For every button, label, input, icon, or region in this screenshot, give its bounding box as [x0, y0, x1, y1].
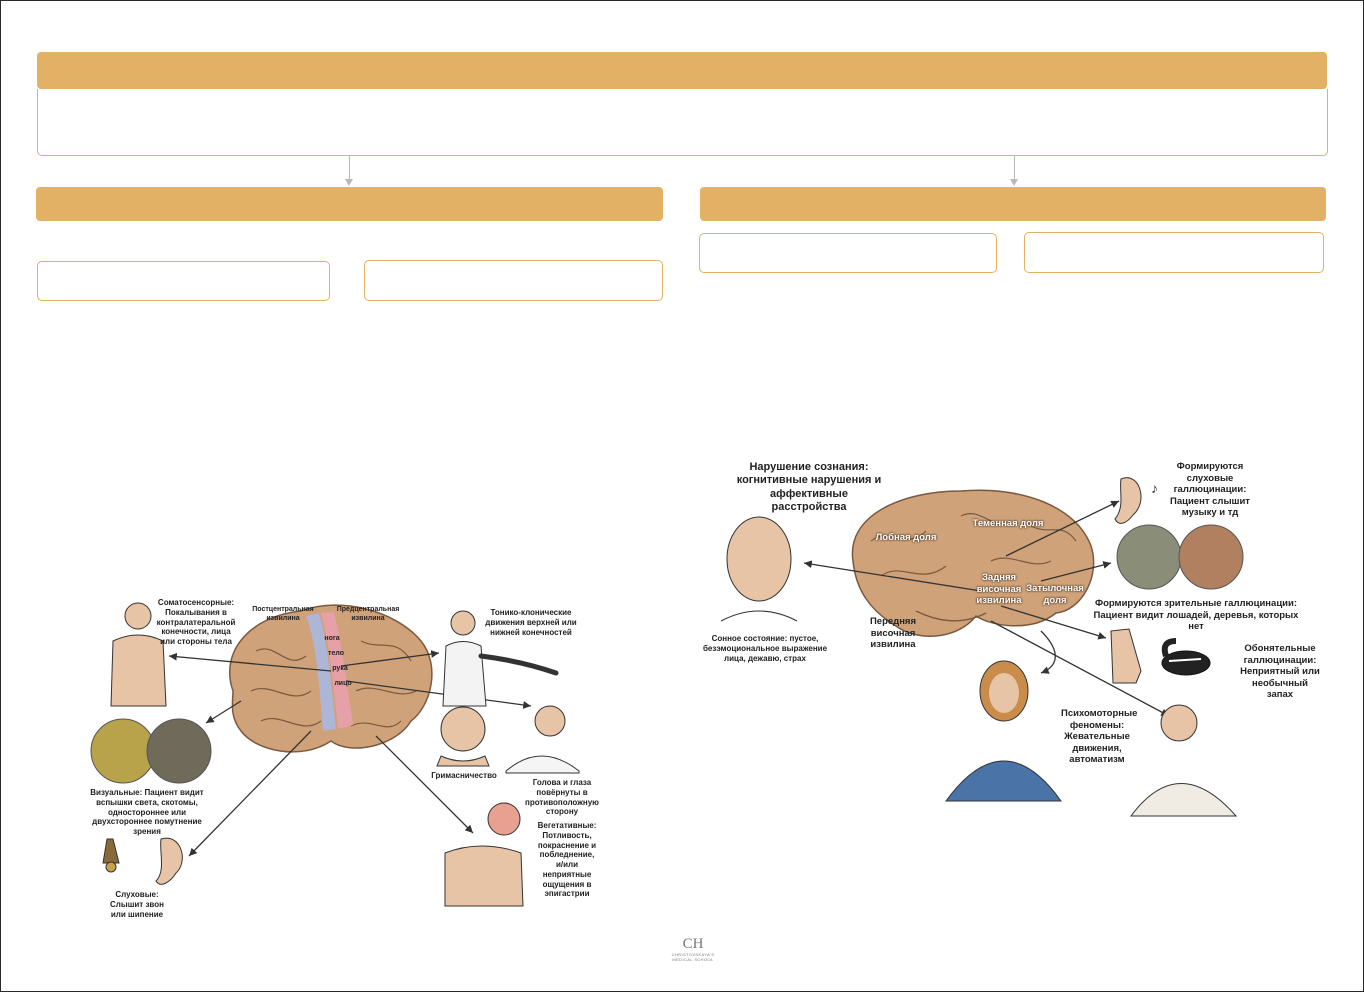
label-precentral: Предцентральная извилина [336, 606, 400, 622]
label-vegetative: Вегетативные: Потливость, покраснение и … [537, 821, 597, 899]
label-posterior-temporal: Задняя височная извилина [976, 572, 1022, 607]
label-arm: рука [332, 665, 348, 672]
skunk-icon [1161, 638, 1211, 676]
logo-mark: CH [682, 936, 704, 952]
label-dream-state: Сонное состояние: пустое, безэмоциональн… [702, 634, 828, 663]
sensory-strip [306, 613, 336, 731]
right-people: ♪ [720, 477, 1244, 817]
top-header-band [37, 52, 1327, 89]
right-header-band [700, 187, 1326, 221]
label-frontal-lobe: Лобная доля [875, 532, 937, 543]
dream-state-face [720, 516, 798, 622]
top-description-box [37, 89, 1328, 156]
right-arrows [803, 500, 1170, 717]
label-tonic-clonic: Тонико-клонические движения верхней или … [485, 608, 577, 637]
left-sub-box-2 [364, 260, 663, 301]
label-psychomotor: Психомоторные феномены: Жевательные движ… [1061, 708, 1138, 766]
label-head-eyes: Голова и глаза повёрнуты в противоположн… [524, 778, 599, 817]
left-header-band [36, 187, 663, 221]
left-brain-illustration [228, 604, 433, 753]
label-grimace: Гримасничество [431, 771, 497, 780]
logo-sub: MEDICAL SCHOOL [672, 957, 714, 963]
label-occipital-lobe: Затылочная доля [1026, 583, 1084, 606]
right-sub-box-2 [1024, 232, 1324, 273]
right-brain-illustration [851, 489, 1095, 637]
grimace-face [436, 706, 490, 767]
left-sub-box-1 [37, 261, 330, 301]
nose-icon [1110, 628, 1142, 684]
head-turn-man [505, 705, 580, 774]
label-visual-hallucinations: Формируются зрительные галлюцинации: Пац… [1093, 598, 1299, 633]
label-postcentral: Постцентральная извилина [252, 606, 314, 622]
ear-icon [155, 837, 183, 885]
arrow-right-branch [1010, 156, 1018, 186]
label-parietal-lobe: Теменная доля [972, 518, 1044, 529]
label-face: лицо [334, 680, 352, 687]
motor-strip [321, 612, 353, 729]
tonic-clonic-man [442, 610, 559, 707]
left-people [90, 602, 580, 907]
vegetative-man [444, 802, 524, 907]
right-sub-box-1 [699, 233, 997, 273]
label-anterior-temporal: Передняя височная извилина [869, 616, 917, 651]
somatosensory-man [110, 602, 167, 707]
label-auditory-hallucinations: Формируются слуховые галлюцинации: Пацие… [1170, 461, 1250, 519]
visual-scene [90, 718, 212, 784]
label-consciousness: Нарушение сознания: когнитивные нарушени… [736, 461, 882, 514]
label-auditory: Слуховые: Слышит звон или шипение [110, 890, 164, 919]
psychomotor-man [1130, 704, 1238, 817]
visual-hallucination-scene [1116, 524, 1244, 590]
label-olfactory-hallucinations: Обонятельные галлюцинации: Неприятный ил… [1240, 643, 1320, 701]
label-visual: Визуальные: Пациент видит вспышки света,… [90, 788, 204, 836]
psychomotor-woman [945, 660, 1062, 802]
brand-logo: CH CHRISTOVSKAYA'S MEDICAL SCHOOL [665, 936, 721, 963]
auditory-ear-icon: ♪ [1114, 477, 1158, 524]
logo-name: CHRISTOVSKAYA'S [671, 952, 715, 957]
label-body: тело [328, 650, 344, 657]
label-leg: нога [324, 635, 340, 642]
music-note-icon: ♪ [1151, 480, 1158, 496]
arrow-left-branch [345, 156, 353, 186]
bell-icon [102, 838, 120, 873]
left-arrows [168, 650, 532, 857]
label-somatosensory: Соматосенсорные: Покалывания в контралат… [156, 598, 236, 646]
